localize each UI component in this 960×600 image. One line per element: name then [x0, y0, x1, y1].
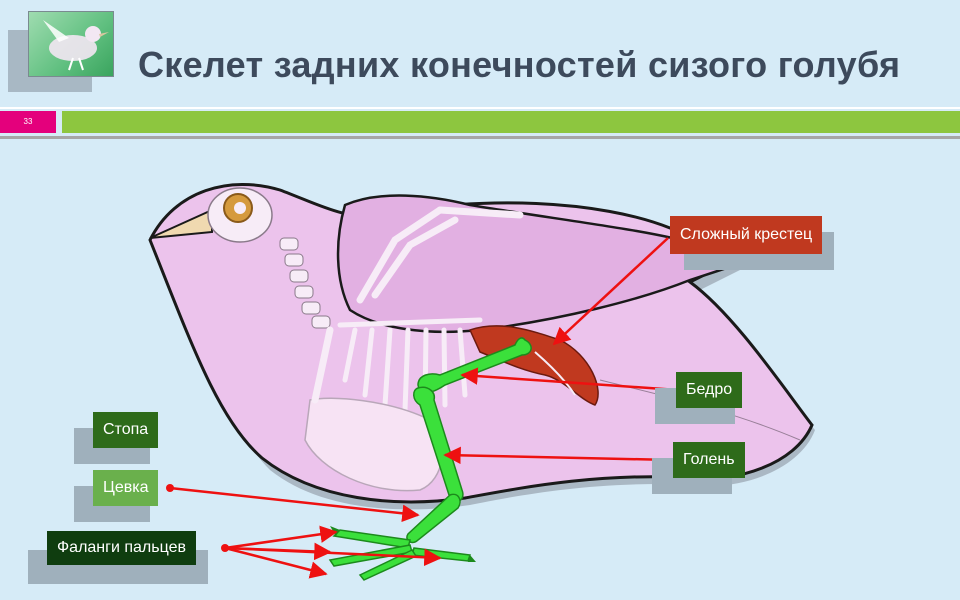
sacrum-bone — [468, 325, 599, 406]
arrow-bedro — [460, 367, 679, 392]
ribcage — [337, 317, 483, 413]
arrow-cevka — [169, 486, 420, 522]
arrow-falangi-3 — [224, 546, 328, 579]
pointer-arrows — [169, 237, 679, 579]
pigeon-thumbnail-icon — [43, 20, 109, 71]
arrow-golen — [443, 446, 673, 465]
wing-bones — [356, 206, 524, 304]
label-falangi: Фаланги пальцев — [47, 531, 196, 565]
slide-number-badge: 33 — [0, 111, 56, 133]
label-golen: Голень — [673, 442, 745, 478]
pigeon-thumbnail-image — [28, 11, 114, 77]
label-bedro: Бедро — [676, 372, 743, 408]
arrow-krestec — [552, 237, 669, 346]
label-krestec: Сложный крестец — [670, 216, 823, 254]
arrow-falangi-1 — [224, 525, 338, 550]
header-divider-gray — [0, 136, 960, 139]
arrow-origin-dots — [166, 484, 229, 552]
eye — [234, 202, 246, 214]
header-accent-bar — [62, 111, 960, 133]
slide-title: Скелет задних конечностей сизого голубя — [138, 44, 901, 85]
header-divider-white — [0, 107, 960, 109]
label-stopa: Стопа — [93, 412, 159, 448]
sacrum-detail — [534, 351, 576, 396]
label-cevka: Цевка — [93, 470, 159, 506]
neck-vertebrae — [279, 237, 331, 329]
coracoid — [311, 326, 334, 404]
arrow-falangi-4 — [224, 546, 442, 567]
